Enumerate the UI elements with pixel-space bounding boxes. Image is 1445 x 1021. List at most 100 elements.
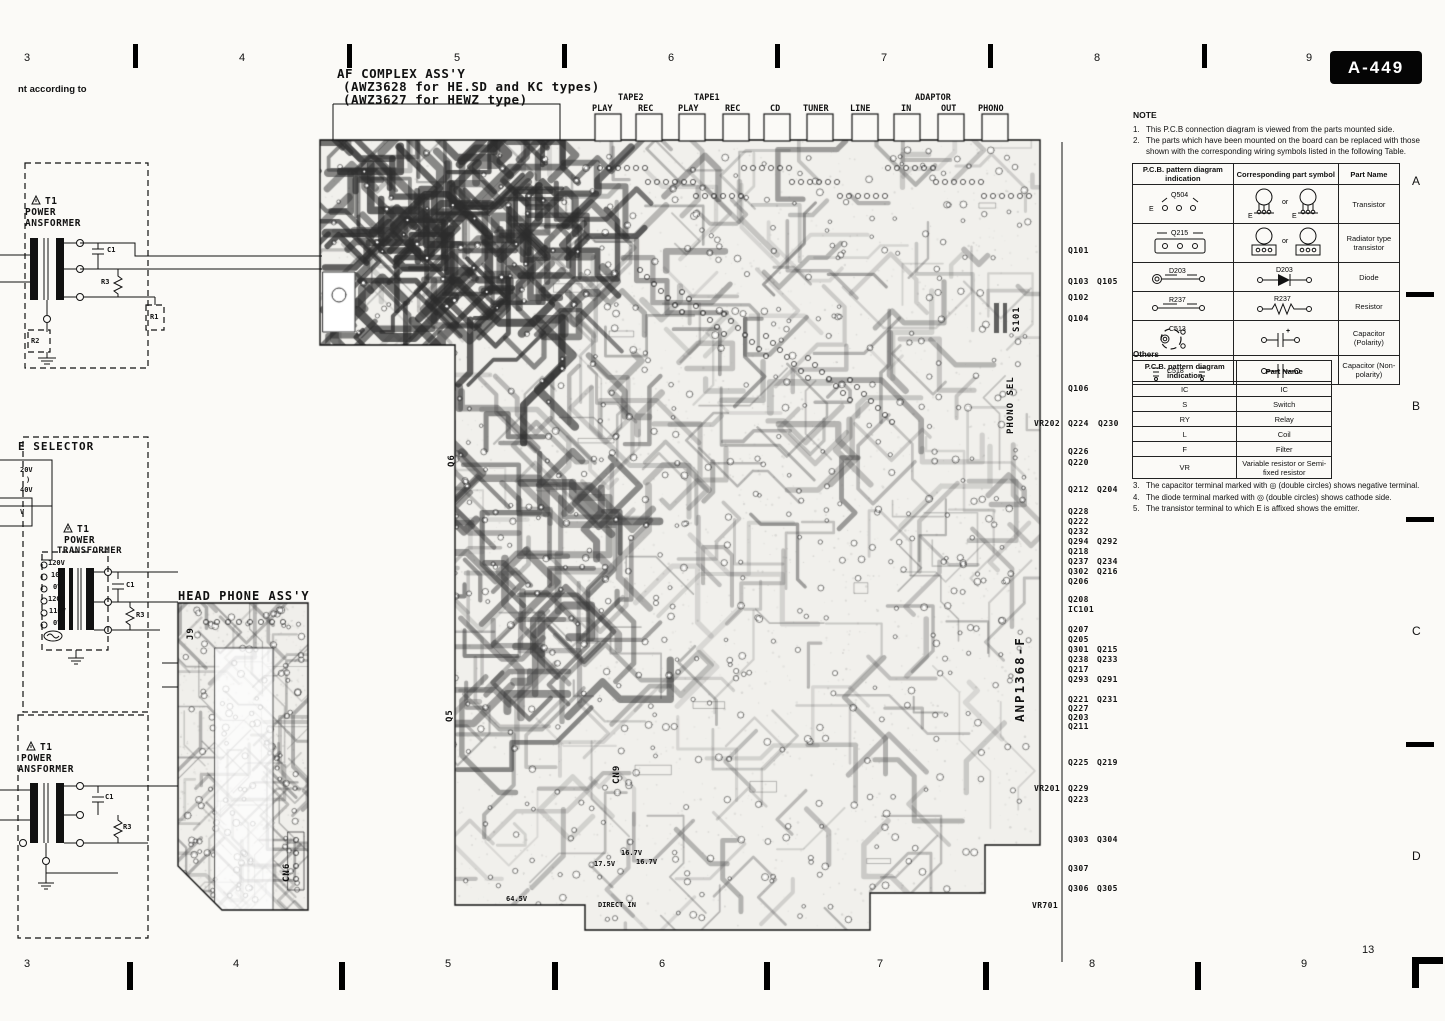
svg-text:or: or xyxy=(1282,238,1289,245)
jack-label: CD xyxy=(770,104,781,114)
part-number-label: Q206 xyxy=(1068,577,1089,586)
part-number-label: Q291 xyxy=(1097,675,1118,684)
symbol-row-radiator: Q215 or Radiator type transistor xyxy=(1132,223,1401,263)
ruler-number: 7 xyxy=(877,958,884,970)
symbol-table-header-2: Corresponding part symbol xyxy=(1232,163,1339,185)
jack-label: PLAY xyxy=(678,104,699,114)
jack-label: PLAY xyxy=(592,104,613,114)
wire-headphone-stubs xyxy=(162,662,178,688)
symbol-table-header-3: Part Name xyxy=(1337,163,1401,185)
footnote-5: 5. The transistor terminal to which E is … xyxy=(1133,504,1433,515)
part-number-label: Q105 xyxy=(1097,277,1118,286)
symbol-table: P.C.B. pattern diagram indication Corres… xyxy=(1132,163,1401,385)
ruler-tick xyxy=(1202,44,1207,68)
ruler-tick xyxy=(1195,962,1201,990)
part-number-label: Q222 xyxy=(1068,517,1089,526)
transformer-label: ANSFORMER xyxy=(25,218,81,229)
part-number-label: Q227 xyxy=(1068,704,1089,713)
svg-text:D203: D203 xyxy=(1169,268,1186,275)
transformer-label: ANSFORMER xyxy=(18,764,74,775)
board-vertical-label: CN6 xyxy=(282,862,292,882)
part-number-label: Q103 xyxy=(1068,277,1089,286)
jack-label: OUT xyxy=(941,104,957,114)
part-number-label: Q230 xyxy=(1098,419,1119,428)
others-table: P.C.B. pattern diagram indication Part N… xyxy=(1131,360,1332,479)
note-title: NOTE xyxy=(1133,110,1157,120)
footnote-number: 5. xyxy=(1133,504,1140,514)
footnote-text: The transistor terminal to which E is af… xyxy=(1146,504,1360,514)
part-number-label: Q224 xyxy=(1068,419,1089,428)
ruler-tick xyxy=(133,44,138,68)
tap-120v: 120V xyxy=(48,559,65,567)
jack-label: TUNER xyxy=(803,104,829,114)
voltage-label: 16.7V xyxy=(636,858,658,866)
ruler-tick xyxy=(775,44,780,68)
footnote-number: 4. xyxy=(1133,492,1140,502)
others-header-2: Part Name xyxy=(1236,360,1332,382)
note-text: The parts which have been mounted on the… xyxy=(1146,136,1420,156)
footnote-3: 3.The capacitor terminal marked with ◎ (… xyxy=(1133,481,1433,492)
part-number-label: Q232 xyxy=(1068,527,1089,536)
tap-120v: 120V xyxy=(48,595,65,603)
part-number-label: VR701 xyxy=(1032,901,1059,910)
svg-text:Q215: Q215 xyxy=(1171,230,1188,237)
symbol-radiator: or xyxy=(1251,227,1321,256)
board-vertical-label: S101 xyxy=(1012,306,1022,332)
cutoff-text-fragment: nt according to xyxy=(18,84,87,95)
part-number-label: Q231 xyxy=(1097,695,1118,704)
note-item-2: 2. The parts which have been mounted on … xyxy=(1133,136,1433,157)
jack-label: IN xyxy=(901,104,912,114)
part-number-label: Q305 xyxy=(1097,884,1118,893)
warning-triangle-icons xyxy=(26,194,73,751)
note-number: 2. xyxy=(1133,136,1140,146)
symbol-transistor: E or E xyxy=(1248,188,1318,220)
part-number-label: Q215 xyxy=(1097,645,1118,654)
part-number-label: Q211 xyxy=(1068,722,1089,731)
af-title-line2: (AWZ3628 for HE.SD and KC types) xyxy=(343,79,600,94)
left-schematic-selector-transformer xyxy=(0,436,178,713)
svg-text:R237: R237 xyxy=(1274,296,1291,303)
ruler-number: 5 xyxy=(445,958,452,970)
part-number-label: Q228 xyxy=(1068,507,1089,516)
footnote-number: 3. xyxy=(1133,481,1140,490)
part-name: Transistor xyxy=(1337,184,1401,224)
ruler-number: 8 xyxy=(1094,52,1101,64)
part-number-label: Q225 xyxy=(1068,758,1089,767)
part-number-label: Q212 xyxy=(1068,485,1089,494)
power-label: POWER xyxy=(25,207,57,218)
svg-text:D203: D203 xyxy=(1276,267,1293,274)
others-header-1: P.C.B. pattern diagram indication xyxy=(1131,360,1238,382)
board-vertical-label: Q5 xyxy=(445,709,455,722)
model-badge: A-449 xyxy=(1330,51,1422,84)
pattern-cap-polarity: C513 xyxy=(1160,326,1186,350)
symbol-row-resistor: R237 R237 Resistor xyxy=(1132,291,1401,321)
af-label-bracket xyxy=(332,103,561,140)
crop-corner-mark xyxy=(1412,957,1443,988)
footnotes: 3.The capacitor terminal marked with ◎ (… xyxy=(1133,481,1433,516)
svg-text:E: E xyxy=(1149,206,1154,213)
part-number-label: Q106 xyxy=(1068,384,1089,393)
voltage-label: 17.5V xyxy=(594,860,616,868)
part-number-label: Q226 xyxy=(1068,447,1089,456)
selector-title: E SELECTOR xyxy=(18,440,95,453)
part-number-label: Q221 xyxy=(1068,695,1089,704)
headphone-assy-title: HEAD PHONE ASS'Y xyxy=(178,589,310,603)
part-number-label: Q216 xyxy=(1097,567,1118,576)
part-number-label: IC101 xyxy=(1068,605,1095,614)
t1-label: T1 xyxy=(40,742,53,753)
part-number-label: Q219 xyxy=(1097,758,1118,767)
edge-dash xyxy=(1406,517,1434,522)
power-label: POWER xyxy=(21,753,53,764)
t1-label: T1 xyxy=(77,524,90,535)
selector-value-2: ) xyxy=(26,476,31,484)
pattern-transistor: Q504 E xyxy=(1149,192,1199,213)
part-number-label: Q233 xyxy=(1097,655,1118,664)
part-name: Resistor xyxy=(1337,291,1401,321)
note-number: 1. xyxy=(1133,125,1140,135)
selector-value-3: 40V xyxy=(20,486,33,494)
r3-label: R3 xyxy=(123,823,132,831)
grid-letter: A xyxy=(1412,174,1421,188)
c1-label: C1 xyxy=(126,581,135,589)
ruler-number: 4 xyxy=(239,52,246,64)
